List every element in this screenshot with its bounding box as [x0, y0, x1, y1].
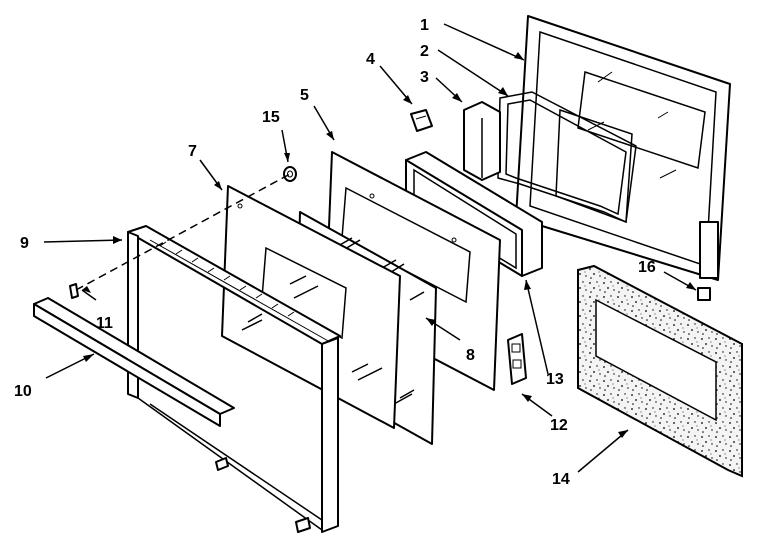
- part-12-hinge-bracket: [507, 333, 527, 385]
- callout-8: 8: [466, 347, 475, 364]
- part-15-washer: [283, 166, 297, 182]
- callout-2: 2: [420, 43, 429, 60]
- callout-11: 11: [96, 315, 113, 332]
- part-16-small-block: [697, 287, 711, 301]
- part-2-wire-frame: [497, 91, 637, 224]
- callout-16: 16: [638, 259, 656, 276]
- callout-12: 12: [550, 417, 568, 434]
- callout-labels: 1 2 3 4 5 7 8 9 10 11 12 13 14 15 16: [14, 17, 656, 488]
- leader-lines: [43, 23, 697, 473]
- callout-14: 14: [552, 471, 570, 488]
- part-14-insulation-pad: [577, 264, 743, 478]
- part-11-small-piece: [69, 283, 79, 299]
- part-3-bracket: [463, 101, 501, 181]
- callout-15: 15: [262, 109, 280, 126]
- assembly-dash-line: [75, 173, 291, 291]
- part-10-handle-bar: [33, 297, 235, 427]
- callout-7: 7: [188, 143, 197, 160]
- part-4-clip: [410, 109, 433, 132]
- callout-3: 3: [420, 69, 429, 86]
- part-1-inner-liner: [515, 15, 731, 281]
- callout-5: 5: [300, 87, 309, 104]
- callout-10: 10: [14, 383, 32, 400]
- callout-4: 4: [366, 51, 375, 68]
- callout-13: 13: [546, 371, 564, 388]
- callout-1: 1: [420, 17, 429, 34]
- callout-9: 9: [20, 235, 29, 252]
